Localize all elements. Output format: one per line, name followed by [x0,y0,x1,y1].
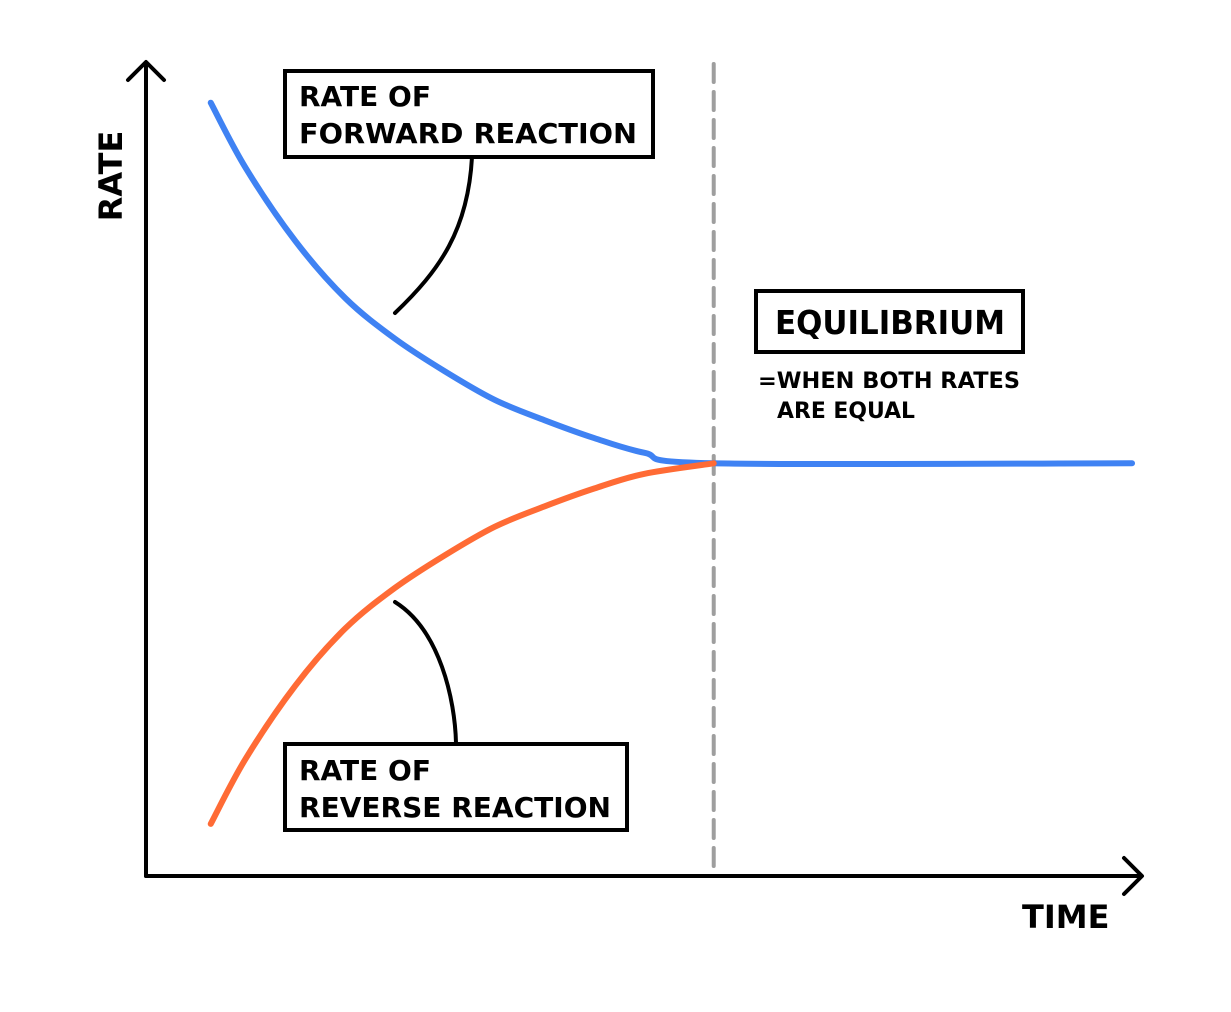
forward-label-box: RATE OF FORWARD REACTION [283,69,655,159]
svg-text:RATE OF: RATE OF [299,754,431,787]
forward-leader-line [393,155,474,315]
x-axis [144,856,1144,896]
equilibrium-note-line2: ARE EQUAL [777,399,915,424]
reverse-rate-curve [207,460,717,827]
y-axis-label: RATE [92,131,130,222]
equilibrium-note-line1: =WHEN BOTH RATES [758,369,1020,394]
svg-text:RATE OF: RATE OF [299,80,431,113]
x-axis-label: TIME [1022,898,1109,936]
y-axis [126,60,166,878]
reverse-label-box: RATE OF REVERSE REACTION [283,742,629,832]
equilibrium-label-box: EQUILIBRIUM [754,289,1025,354]
svg-text:FORWARD REACTION: FORWARD REACTION [299,117,637,150]
svg-text:EQUILIBRIUM: EQUILIBRIUM [775,303,1005,342]
svg-text:REVERSE REACTION: REVERSE REACTION [299,791,611,824]
reverse-leader-line [393,600,458,745]
